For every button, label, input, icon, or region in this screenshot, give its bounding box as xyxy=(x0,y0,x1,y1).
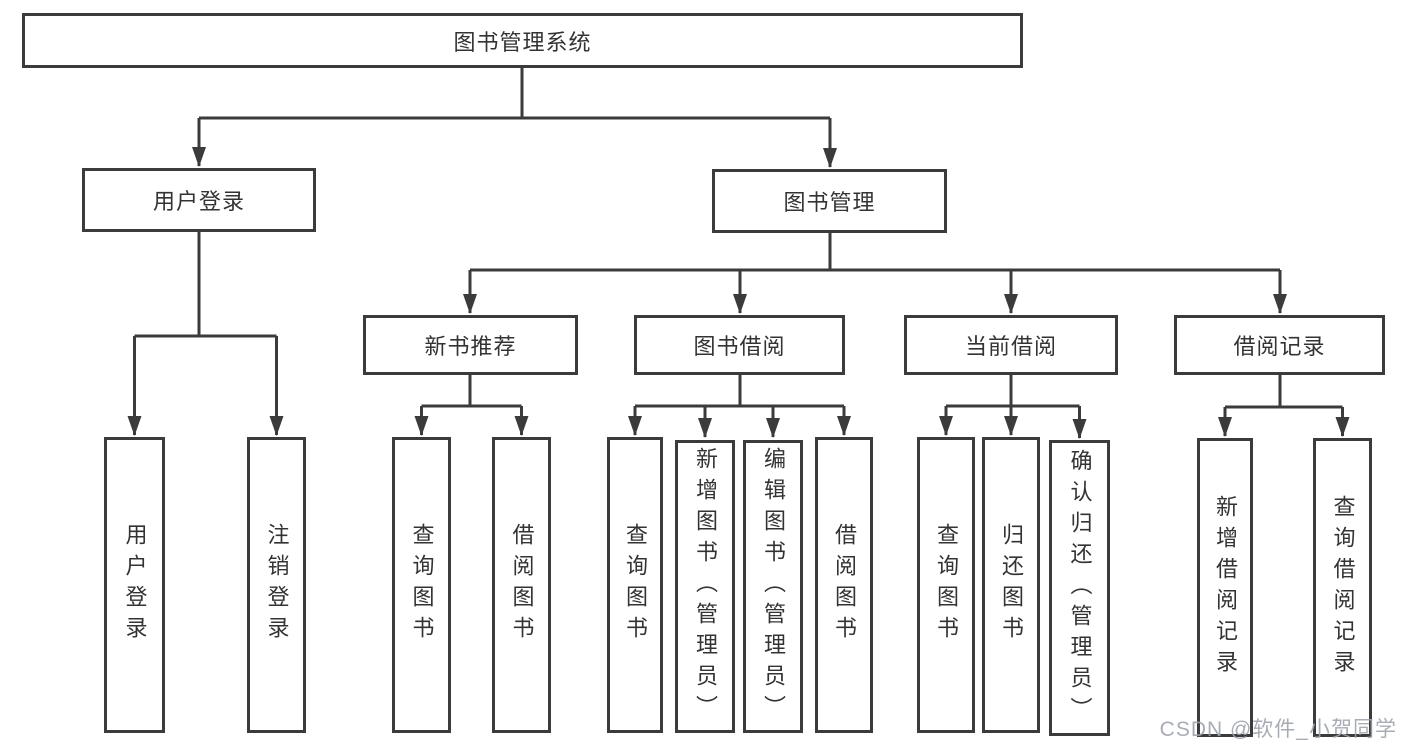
node-library-management-system: 图书管理系统 xyxy=(22,13,1023,68)
leaf-current-confirm-return-admin: 确认归还（管理员） xyxy=(1049,440,1110,736)
leaf-current-return-books: 归还图书 xyxy=(982,437,1040,733)
leaf-recommend-query-books: 查询图书 xyxy=(392,437,451,733)
watermark: CSDN @软件_小贺同学 xyxy=(1159,718,1397,741)
leaf-records-query-borrow-record: 查询借阅记录 xyxy=(1313,438,1372,737)
node-current-borrow: 当前借阅 xyxy=(904,315,1118,375)
leaf-borrow-edit-books-admin: 编辑图书（管理员） xyxy=(743,440,803,733)
node-borrow-records: 借阅记录 xyxy=(1174,315,1385,375)
leaf-borrow-add-books-admin: 新增图书（管理员） xyxy=(675,440,735,733)
leaf-current-query-books: 查询图书 xyxy=(917,437,975,733)
leaf-recommend-borrow-books: 借阅图书 xyxy=(492,437,551,733)
leaf-borrow-query-books: 查询图书 xyxy=(607,437,663,733)
leaf-logout: 注销登录 xyxy=(247,437,306,733)
leaf-borrow-borrow-books: 借阅图书 xyxy=(815,437,873,733)
node-book-management: 图书管理 xyxy=(712,169,947,233)
node-book-borrow: 图书借阅 xyxy=(634,315,845,375)
leaf-records-add-borrow-record: 新增借阅记录 xyxy=(1197,438,1253,737)
leaf-user-login: 用户登录 xyxy=(104,437,165,733)
node-new-book-recommend: 新书推荐 xyxy=(363,315,578,375)
node-user-login: 用户登录 xyxy=(82,168,316,232)
